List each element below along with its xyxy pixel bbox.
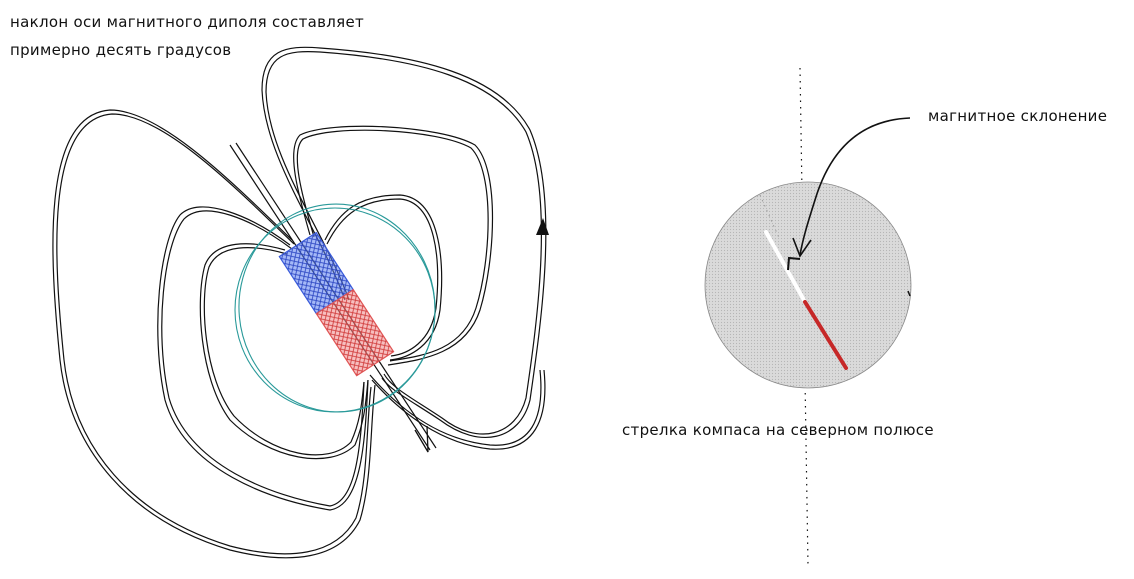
earth-circle <box>234 203 436 413</box>
declination-arrow-icon <box>799 117 911 256</box>
field-lines <box>52 46 547 559</box>
magnet-south-pole <box>315 288 395 377</box>
field-line-mid-left <box>157 206 369 511</box>
declination-arrowhead <box>792 237 812 258</box>
compass-disc <box>704 181 912 389</box>
field-line-mid-right <box>293 125 494 366</box>
compass-caption: стрелка компаса на северном полюсе <box>622 421 934 439</box>
field-line-lower-right-2 <box>371 369 546 450</box>
field-line-inner-left-2 <box>203 247 365 456</box>
field-line-inner-right <box>324 194 443 361</box>
field-line-lower-right <box>369 369 542 446</box>
declination-label: магнитное склонение <box>928 107 1108 125</box>
compass-needle <box>764 230 848 370</box>
needle-white <box>764 230 807 304</box>
field-line-outer-right <box>261 46 547 438</box>
field-arrow-icon <box>536 218 549 235</box>
field-line-mid-right-2 <box>296 129 489 362</box>
axis-arrow-icon <box>414 425 429 453</box>
field-line-inner-right-2 <box>326 198 439 357</box>
bar-magnet <box>278 231 395 377</box>
tilt-annotation-line1: наклон оси магнитного диполя составляет <box>10 13 365 31</box>
declination-angle-marker <box>787 256 801 271</box>
field-line-mid-left-2 <box>161 210 365 507</box>
field-line-outer-right-2 <box>265 51 542 435</box>
field-line-outer-left <box>52 109 376 559</box>
tilt-annotation-line2: примерно десять градусов <box>10 41 232 59</box>
field-line-outer-left-2 <box>56 113 372 555</box>
field-line-inner-left <box>199 243 369 460</box>
needle-red <box>803 300 848 370</box>
